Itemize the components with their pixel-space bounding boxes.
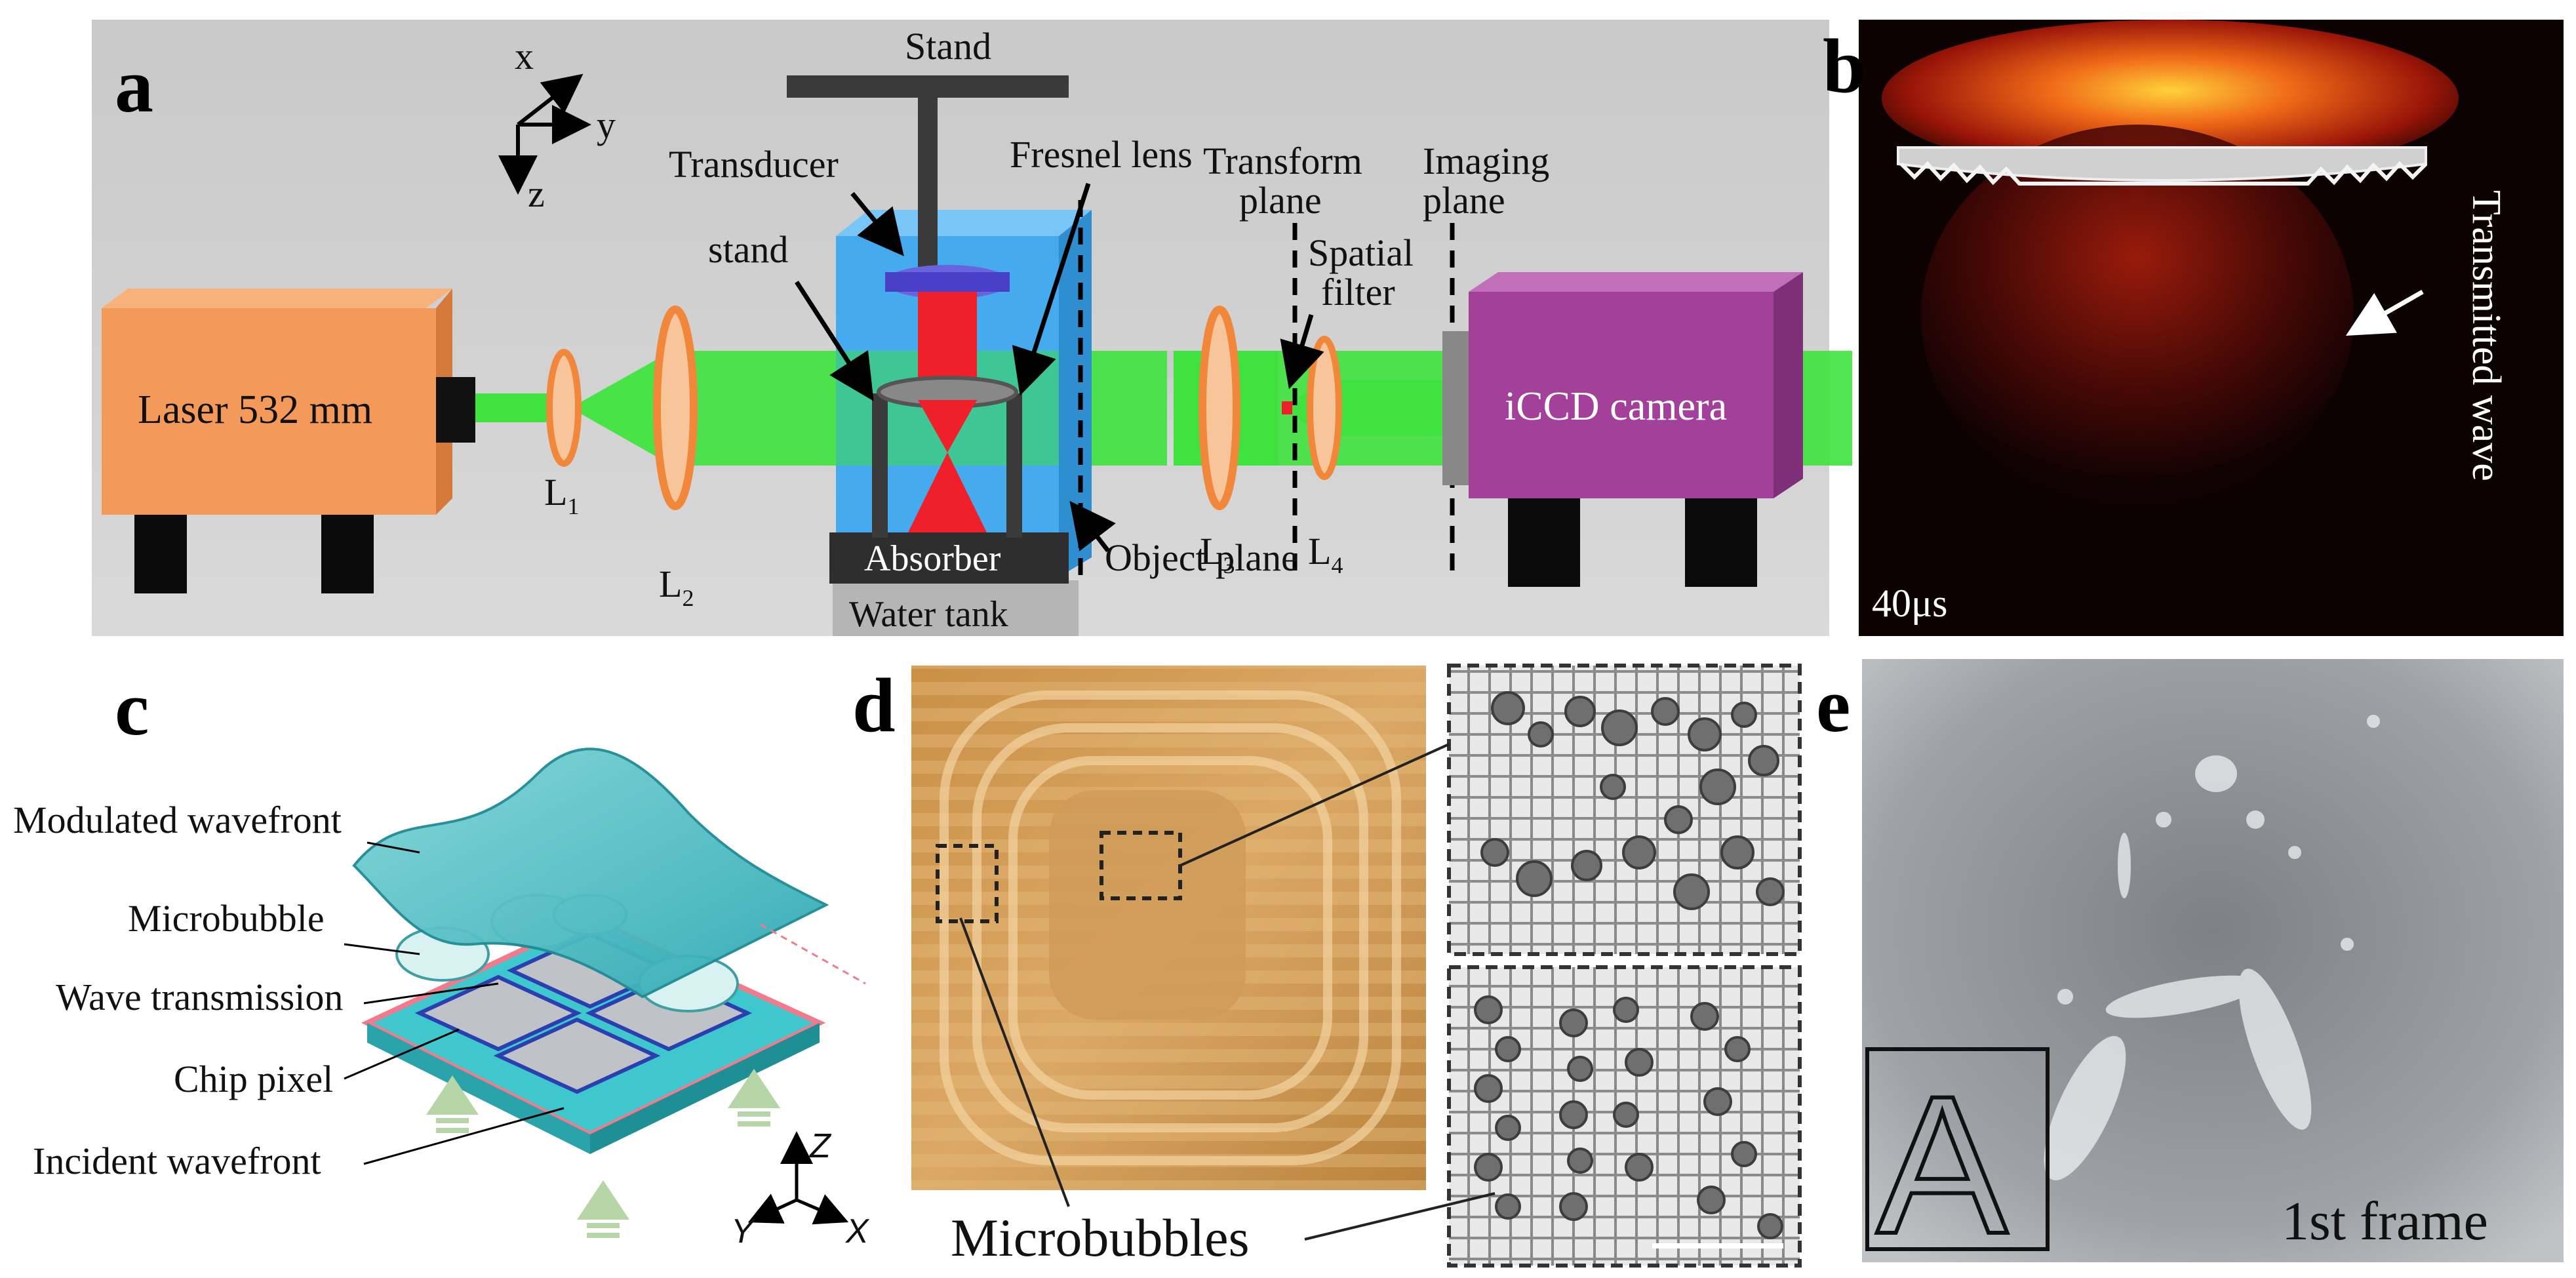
panel-c: c Modulated w (13, 666, 870, 1250)
incident-arrows (426, 1069, 780, 1238)
target-inset (1865, 1047, 2050, 1251)
panel-c-letter: c (115, 666, 149, 751)
transmitted-wave-label: Transmitted wave (2464, 190, 2508, 481)
panel-d-letter: d (852, 662, 896, 748)
panel-e: e A 1st frame (1816, 659, 2564, 1277)
transducer-label: Transducer (669, 143, 839, 186)
panel-d: d Mi (852, 662, 1802, 1268)
stand (787, 75, 1069, 538)
spatial-filter-label-1: Spatial (1308, 231, 1414, 274)
lens-l3-label: L3 (1200, 530, 1235, 578)
axis-x-label: x (515, 35, 534, 77)
transform-plane-label-1: Transform (1203, 140, 1362, 182)
microbubbles-caption: Microbubbles (951, 1208, 1249, 1268)
panel-a: a x y z Laser 532 mm (92, 20, 1852, 636)
label-chip-pixel: Chip pixel (174, 1058, 333, 1100)
zoom-top-bubbles (1480, 691, 1785, 910)
transducer (877, 265, 1018, 532)
panel-c-axis-z: Z (808, 1127, 832, 1165)
panel-a-letter: a (115, 43, 153, 129)
imaging-plane-label-2: plane (1423, 179, 1505, 222)
modulated-wavefront (352, 748, 829, 999)
panel-b-letter: b (1823, 23, 1866, 109)
stand-label: Stand (905, 25, 991, 68)
object-plane-label: Object plane (1105, 536, 1298, 579)
lens-l4 (1307, 336, 1342, 480)
spatial-filter-label-2: filter (1321, 271, 1395, 313)
label-microbubble: Microbubble (128, 897, 325, 940)
lens-l4-label: L4 (1308, 530, 1343, 578)
imaging-plane-label-1: Imaging (1423, 140, 1549, 182)
camera-label: iCCD camera (1505, 384, 1727, 429)
target-letter: A (1876, 1054, 2009, 1275)
lens-l2-label: L2 (659, 563, 694, 611)
zoom-bottom-bubbles (1474, 995, 1783, 1239)
fresnel-lens-profile (1897, 146, 2428, 186)
chip-photo-pattern (940, 690, 1401, 1165)
lens-l3 (1199, 306, 1240, 510)
axis-z-label: z (528, 172, 545, 215)
lens-l1 (546, 349, 582, 467)
panel-c-axis-y: Y (731, 1212, 756, 1250)
laser-box (102, 289, 475, 593)
panel-c-axes (747, 1131, 849, 1225)
panel-c-axis-x: X (845, 1212, 870, 1250)
frame-label: 1st frame (2282, 1191, 2488, 1252)
iccd-camera (1442, 272, 1803, 587)
roi-box-left (936, 844, 999, 923)
water-tank-label: Water tank (849, 594, 1008, 635)
lens-l2 (653, 306, 698, 510)
label-modulated-wavefront: Modulated wavefront (13, 799, 342, 841)
transform-plane-label-2: plane (1239, 179, 1322, 222)
label-incident-wavefront: Incident wavefront (33, 1140, 321, 1182)
panel-e-letter: e (1816, 662, 1850, 748)
panel-b: b Transmitted wave 40μs (1823, 20, 2564, 636)
wave-reflection (1882, 20, 2459, 177)
axis-y-label: y (597, 104, 616, 146)
inner-stand-label: stand (708, 228, 788, 271)
lens-l1-label: L1 (544, 471, 579, 519)
absorber-label: Absorber (864, 538, 1001, 579)
transmitted-wave-field (1921, 125, 2354, 505)
bubble-speckle (2044, 715, 2380, 1181)
laser-label: Laser 532 mm (138, 388, 372, 432)
label-wave-transmission: Wave transmission (56, 976, 343, 1018)
axes-indicator (498, 73, 591, 195)
panel-b-time: 40μs (1872, 582, 1948, 625)
fresnel-lens-label: Fresnel lens (1010, 133, 1193, 176)
